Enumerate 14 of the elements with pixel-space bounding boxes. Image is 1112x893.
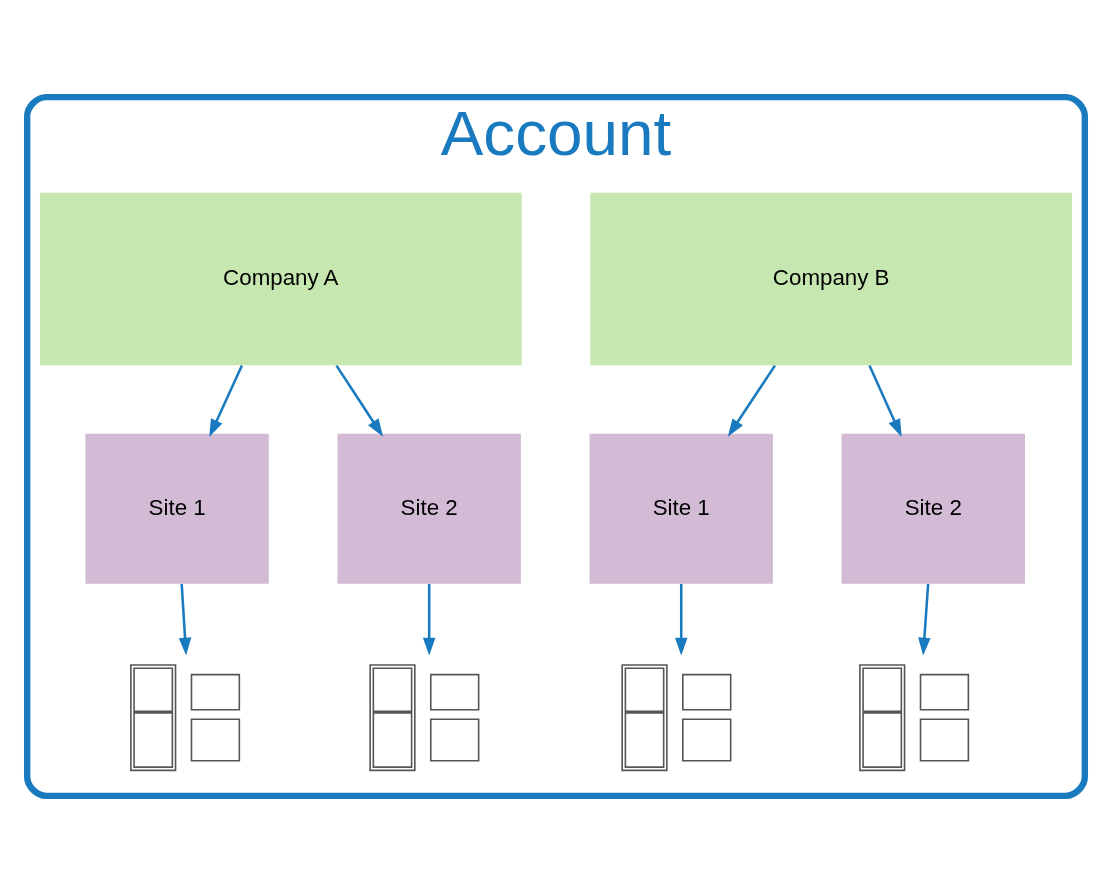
arrow <box>868 365 902 438</box>
arrow <box>335 364 384 437</box>
arrow <box>918 583 931 656</box>
node-box: Site 2 <box>337 433 521 584</box>
node-box: Site 1 <box>85 433 269 584</box>
node-box: Company A <box>39 192 522 366</box>
node-box: Site 2 <box>841 433 1025 584</box>
arrow <box>727 364 776 437</box>
arrow <box>209 365 244 438</box>
node-box: Site 1 <box>589 433 773 584</box>
node-box: Company B <box>590 192 1073 366</box>
arrow <box>178 583 192 656</box>
arrow <box>674 584 688 656</box>
arrow <box>422 584 436 656</box>
